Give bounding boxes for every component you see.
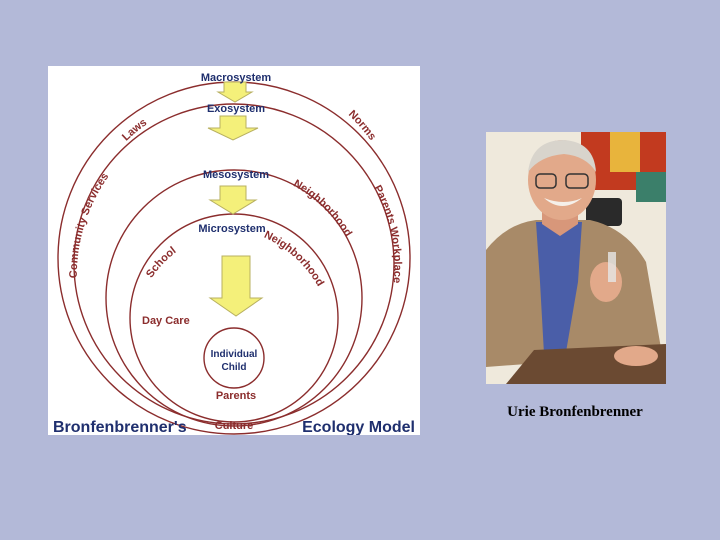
photo-glasses-left (535, 173, 557, 189)
arrow-macro-to-exo (216, 81, 254, 103)
neighborhood-outer-label: Neighborhood (291, 178, 354, 239)
photo-hand (590, 262, 622, 302)
individual-child-ring (203, 327, 265, 389)
title-left: Bronfenbrenner's (53, 419, 187, 435)
photo-glass (608, 252, 616, 282)
exosystem-ring (73, 103, 395, 425)
mesosystem-label: Mesosystem (203, 169, 269, 181)
child-label: Child (222, 362, 247, 373)
macrosystem-label: Macrosystem (201, 72, 272, 84)
photo-painting-accent (610, 132, 640, 172)
culture-label: Culture (215, 420, 254, 432)
photo-shirt (536, 222, 582, 354)
photo-caption: Urie Bronfenbrenner (507, 404, 643, 420)
photo-hair (528, 140, 596, 172)
title-right: Ecology Model (302, 419, 415, 435)
neighborhood-inner-label: Neighborhood (262, 229, 326, 289)
individual-label: Individual (211, 349, 258, 360)
arrow-meso-to-micro (208, 185, 258, 215)
photo-smile (544, 198, 582, 206)
photo-painting-green (636, 172, 666, 202)
community-services-label: Community Services (68, 171, 112, 278)
exosystem-label: Exosystem (207, 103, 265, 115)
arrow-exo-to-meso (207, 115, 259, 141)
parents-label: Parents (216, 390, 256, 402)
school-label: School (144, 245, 178, 280)
day-care-label: Day Care (142, 315, 190, 327)
microsystem-label: Microsystem (198, 223, 265, 235)
photo-resting-hand (614, 346, 658, 366)
arrow-micro-to-child (208, 255, 264, 317)
photo-glasses-right (565, 173, 589, 189)
microsystem-ring (129, 213, 339, 423)
ecology-model-diagram: Macrosystem Exosystem Mesosystem Microsy… (48, 66, 420, 435)
parents-workplace-label: Parents Workplace (371, 183, 403, 283)
portrait-photo (486, 132, 666, 384)
photo-dark-object (586, 198, 622, 226)
mesosystem-ring (105, 169, 363, 427)
